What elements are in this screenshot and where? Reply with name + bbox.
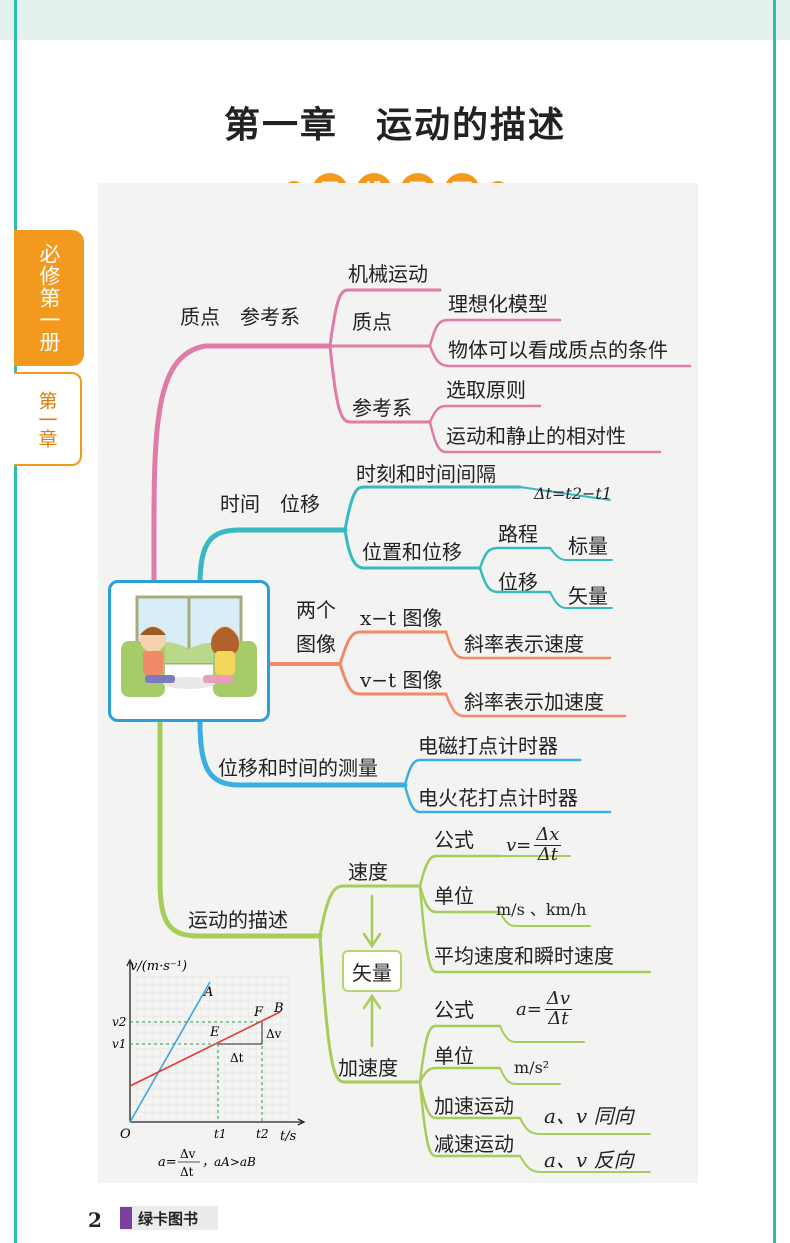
- b5-s1: 公式: [434, 828, 474, 852]
- b2-n1a: Δt=t2−t1: [534, 484, 613, 503]
- b5-vector-box: 矢量: [342, 950, 402, 992]
- vt-graph: v/(m·s⁻¹) t/s O v2 v1 t1 t2 A B E F Δv Δ…: [104, 952, 314, 1184]
- b3-n1: x−t 图像: [360, 606, 443, 630]
- graph-xlabel: t/s: [280, 1129, 297, 1144]
- graph-v1: v1: [112, 1037, 126, 1051]
- graph-label-e: E: [209, 1025, 220, 1040]
- b5-a3: 加速运动: [434, 1094, 514, 1118]
- caption-lhs: a=: [158, 1155, 177, 1170]
- students-picture: [121, 595, 257, 697]
- b1-n2b: 物体可以看成质点的条件: [448, 338, 668, 362]
- b3-label-2: 图像: [296, 632, 336, 656]
- b1-n3a: 选取原则: [446, 378, 526, 402]
- caption-num: Δv: [180, 1147, 196, 1161]
- students-illustration: [108, 580, 270, 722]
- b5-a4: 减速运动: [434, 1132, 514, 1156]
- formula-den: Δt: [537, 843, 558, 865]
- graph-grid: [130, 976, 290, 1122]
- b5-a3v: a、v 同向: [544, 1104, 634, 1128]
- b5-s2v: m/s 、km/h: [496, 900, 587, 919]
- b5-s2: 单位: [434, 884, 474, 908]
- formula-num: Δx: [534, 824, 562, 846]
- side-tab-chapter: 第一章: [14, 372, 82, 466]
- b1-label: 质点 参考系: [180, 305, 300, 329]
- b4-n1: 电磁打点计时器: [418, 734, 558, 758]
- b5-speed: 速度: [348, 860, 388, 884]
- graph-dt: Δt: [230, 1051, 244, 1065]
- side-tab: 必修第一册 第一章: [14, 230, 84, 466]
- b3-label-1: 两个: [296, 598, 336, 622]
- b4-n2: 电火花打点计时器: [418, 786, 578, 810]
- formula-den: Δt: [548, 1007, 569, 1029]
- b2-label: 时间 位移: [220, 492, 320, 516]
- b5-accel: 加速度: [338, 1056, 398, 1080]
- brand-tag: 绿卡图书: [120, 1206, 218, 1230]
- graph-t1: t1: [214, 1127, 226, 1141]
- y-axis-arrow: [126, 958, 134, 967]
- graph-t2: t2: [256, 1127, 268, 1141]
- side-tab-book: 必修第一册: [14, 230, 84, 366]
- b3-n2: v−t 图像: [360, 668, 443, 692]
- chapter-title: 第一章 运动的描述: [223, 104, 566, 146]
- b2-n2b: 位移: [498, 570, 538, 594]
- graph-label-f: F: [253, 1005, 264, 1020]
- b2-n2: 位置和位移: [362, 540, 462, 564]
- vt-graph-svg: v/(m·s⁻¹) t/s O v2 v1 t1 t2 A B E F Δv Δ…: [112, 958, 306, 1179]
- b5-a1: 公式: [434, 998, 474, 1022]
- caption-rhs: ，aA>aB: [202, 1155, 256, 1169]
- formula-lhs: v=: [506, 834, 532, 856]
- graph-origin: O: [120, 1127, 131, 1142]
- line-b: [129, 1011, 281, 1087]
- b1-n3: 参考系: [352, 396, 412, 420]
- formula-lhs: a=: [516, 998, 542, 1020]
- b4-label: 位移和时间的测量: [218, 756, 378, 780]
- b5-a4v: a、v 反向: [544, 1148, 634, 1172]
- brand-name: 绿卡图书: [138, 1209, 199, 1228]
- b2-n2a1: 标量: [568, 534, 608, 558]
- graph-ylabel: v/(m·s⁻¹): [130, 959, 187, 974]
- page-number: 2: [88, 1208, 102, 1232]
- b1-n3b: 运动和静止的相对性: [446, 424, 626, 448]
- graph-label-b: B: [273, 1001, 284, 1016]
- b5-label: 运动的描述: [188, 908, 288, 932]
- b2-n2a: 路程: [498, 522, 538, 546]
- b1-n2: 质点: [352, 310, 392, 334]
- graph-dv: Δv: [266, 1027, 282, 1041]
- b5-a2: 单位: [434, 1044, 474, 1068]
- line-a: [129, 981, 211, 1123]
- b2-n2b1: 矢量: [568, 584, 608, 608]
- brand-logo-icon: [120, 1207, 132, 1229]
- b5-a2v: m/s²: [514, 1058, 550, 1077]
- caption-den: Δt: [180, 1165, 194, 1179]
- b3-n2a: 斜率表示加速度: [464, 690, 604, 714]
- left-edge-rule: [14, 0, 17, 1243]
- b1-n2a: 理想化模型: [448, 292, 548, 316]
- b2-n1: 时刻和时间间隔: [356, 462, 496, 486]
- graph-label-a: A: [203, 985, 213, 1000]
- b5-s3: 平均速度和瞬时速度: [434, 944, 614, 968]
- x-axis-arrow: [297, 1118, 306, 1126]
- graph-v2: v2: [112, 1015, 126, 1029]
- formula-num: Δv: [544, 988, 572, 1010]
- right-edge-rule: [773, 0, 776, 1243]
- b3-n1a: 斜率表示速度: [464, 632, 584, 656]
- top-band: [0, 0, 790, 40]
- b1-n1: 机械运动: [348, 262, 428, 286]
